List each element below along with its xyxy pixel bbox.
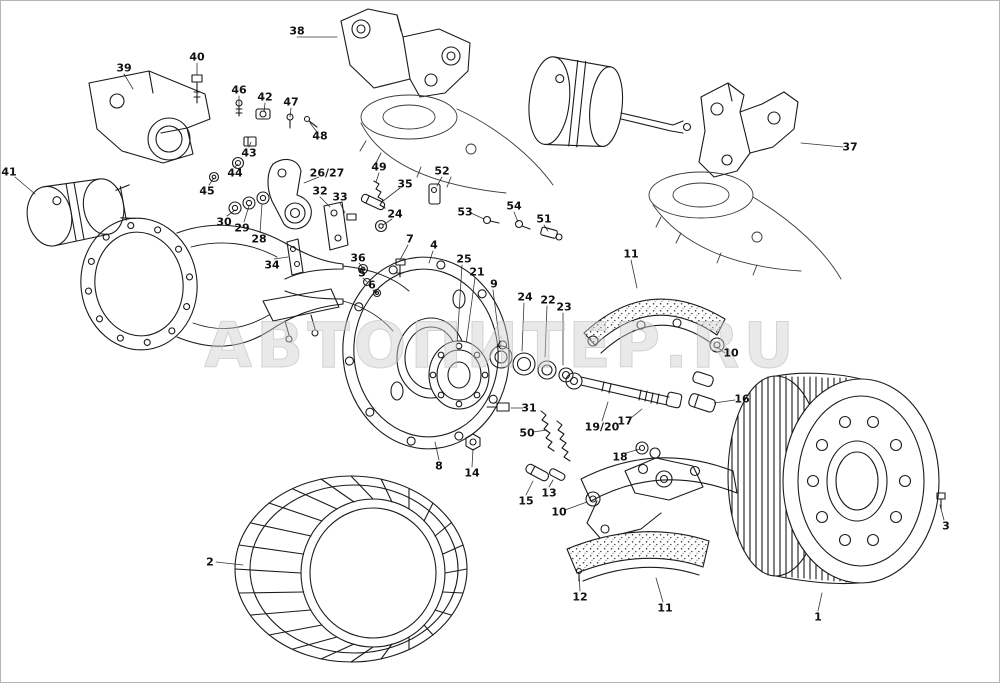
- brake-shoe-lower: [566, 457, 738, 582]
- callout-4: 4: [430, 238, 438, 252]
- callout-18: 18: [612, 450, 628, 464]
- callout-48: 48: [312, 129, 328, 143]
- brake-chamber-left: [26, 178, 136, 247]
- callout-24a: 24: [387, 207, 403, 221]
- callout-30: 30: [216, 215, 232, 229]
- callout-36: 36: [350, 251, 366, 265]
- callout-42: 42: [257, 90, 273, 104]
- callout-17: 17: [617, 414, 633, 428]
- callout-3: 3: [942, 519, 950, 533]
- callout-24b: 24: [517, 290, 533, 304]
- callout-28: 28: [251, 232, 267, 246]
- callout-46: 46: [231, 83, 247, 97]
- callout-7: 7: [406, 232, 414, 246]
- callout-39: 39: [116, 61, 132, 75]
- callout-43: 43: [241, 146, 257, 160]
- small-parts-cluster: [208, 99, 563, 298]
- callout-15: 15: [518, 494, 534, 508]
- bracket-top-left: [88, 70, 211, 164]
- springs-and-pins: [525, 410, 571, 482]
- callout-2: 2: [206, 555, 214, 569]
- callout-38: 38: [289, 24, 305, 38]
- bolt-40: [191, 74, 203, 104]
- callout-6: 6: [368, 278, 376, 292]
- callout-29: 29: [234, 221, 250, 235]
- callout-16: 16: [734, 392, 750, 406]
- callout-34: 34: [264, 258, 280, 272]
- callout-5: 5: [358, 266, 366, 280]
- callout-21: 21: [469, 265, 485, 279]
- callout-51: 51: [536, 212, 552, 226]
- callout-19-20: 19/20: [584, 420, 620, 434]
- callout-13: 13: [541, 486, 557, 500]
- callout-14: 14: [464, 466, 480, 480]
- callout-45: 45: [199, 184, 215, 198]
- callout-25: 25: [456, 252, 472, 266]
- callout-47: 47: [283, 95, 299, 109]
- callout-23: 23: [556, 300, 572, 314]
- callout-41: 41: [1, 165, 17, 179]
- brake-shoe-upper: [583, 298, 726, 354]
- axle-housing: [80, 217, 410, 351]
- callout-10a: 10: [723, 346, 739, 360]
- callout-8: 8: [435, 459, 443, 473]
- watermark: АВТОПИТЕР.RU: [204, 309, 798, 382]
- slotted-drum-left: [234, 475, 468, 663]
- callout-54: 54: [506, 199, 522, 213]
- callout-37: 37: [842, 140, 858, 154]
- callout-22: 22: [540, 293, 556, 307]
- callout-33: 33: [332, 190, 348, 204]
- callout-9: 9: [490, 277, 498, 291]
- callout-31: 31: [521, 401, 537, 415]
- callout-10b: 10: [551, 505, 567, 519]
- bracket-top-middle: [340, 8, 554, 194]
- callout-26-27: 26/27: [309, 166, 345, 180]
- brake-chamber-right-assembly: [528, 56, 842, 280]
- callout-50: 50: [519, 426, 535, 440]
- callout-11b: 11: [657, 601, 673, 615]
- callout-49: 49: [371, 160, 387, 174]
- backplate-and-hub: [342, 256, 574, 451]
- brake-drum-right: [727, 372, 946, 585]
- callout-40: 40: [189, 50, 205, 64]
- callout-1: 1: [814, 610, 822, 624]
- callout-44: 44: [227, 166, 243, 180]
- callout-35: 35: [397, 177, 413, 191]
- callout-53: 53: [457, 205, 473, 219]
- callout-32: 32: [312, 184, 328, 198]
- leader-lines: [14, 36, 945, 612]
- callout-12: 12: [572, 590, 588, 604]
- callout-11a: 11: [623, 247, 639, 261]
- callout-52: 52: [434, 164, 450, 178]
